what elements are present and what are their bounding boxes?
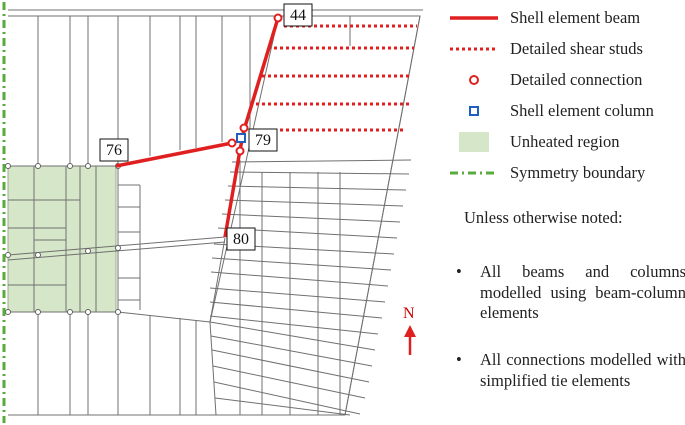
symmetry-boundary-icon [450,171,498,175]
unheated-region-icon [459,132,489,152]
north-label: N [403,305,415,322]
legend-item-shear-studs: Detailed shear studs [448,34,643,64]
legend-label: Shell element column [510,101,654,120]
svg-text:76: 76 [106,142,122,159]
svg-text:44: 44 [290,7,306,24]
unheated-region [7,165,117,313]
legend-item-connection: Detailed connection [448,65,642,95]
legend-label: Shell element beam [510,8,641,27]
north-arrow-icon [404,325,416,355]
legend-label: Unheated region [510,132,620,151]
shear-studs [250,24,417,132]
note-item: • All connections modelled with simplifi… [456,350,685,391]
note-text: All beams and columns modelled using bea… [480,262,685,322]
legend-item-shell-column: Shell element column [448,96,654,126]
node-label-76: 76 [99,138,129,162]
legend-item-unheated: Unheated region [448,127,620,157]
connection-icon [469,75,479,85]
floor-plan: 44 76 79 80 [2,2,423,423]
detailed-connections [227,13,283,156]
legend-label: Symmetry boundary [510,163,646,182]
legend-label: Detailed shear studs [510,39,643,58]
node-label-44: 44 [283,3,313,27]
svg-text:80: 80 [233,231,249,248]
shear-studs-icon [450,47,498,51]
shell-beam-icon [450,16,498,20]
grid-lines [7,9,423,416]
shell-column-icon [469,106,479,116]
node-label-80: 80 [226,227,256,251]
node-label-79: 79 [248,128,278,152]
svg-text:79: 79 [255,132,271,149]
note-item: • All beams and columns modelled using b… [456,262,685,324]
bullet-icon: • [456,262,462,281]
north-arrow: N [398,305,422,357]
note-text: All connections modelled with simplified… [480,350,685,390]
legend-label: Detailed connection [510,70,643,89]
legend-item-symmetry: Symmetry boundary [448,158,645,188]
legend: Shell element beam Detailed shear studs … [448,0,685,425]
notes-heading: Unless otherwise noted: [464,208,623,227]
bullet-icon: • [456,350,462,369]
legend-item-shell-beam: Shell element beam [448,3,640,33]
shell-element-column [236,133,246,143]
